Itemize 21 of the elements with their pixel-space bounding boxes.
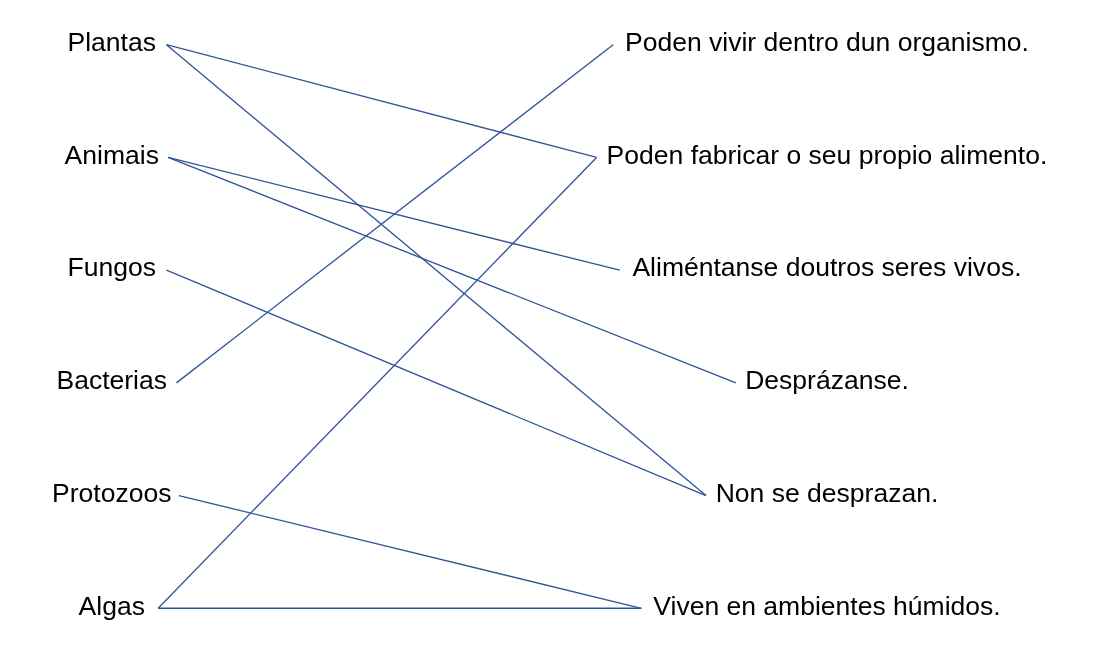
node-text: Poden fabricar o seu propio alimento.	[606, 139, 1048, 170]
connector	[167, 156, 737, 384]
node-text: Fungos	[67, 252, 156, 283]
node-text: Poden vivir dentro dun organismo.	[625, 27, 1029, 58]
connector	[157, 607, 642, 609]
node-text: Animais	[64, 139, 159, 170]
connector	[178, 494, 642, 609]
node-text: Algas	[78, 590, 145, 621]
connector	[165, 269, 707, 497]
node-text: Desprázanse.	[745, 365, 909, 396]
connector	[165, 44, 707, 497]
node-text: Protozoos	[52, 477, 172, 508]
connector	[175, 44, 614, 384]
node-text: Aliméntanse doutros seres vivos.	[632, 252, 1022, 283]
node-text: Viven en ambientes húmidos.	[653, 590, 1001, 621]
connector	[167, 156, 621, 271]
connector	[157, 156, 598, 609]
node-text: Bacterias	[56, 365, 168, 396]
connector	[165, 44, 598, 159]
node-text: Non se desprazan.	[715, 477, 939, 508]
node-text: Plantas	[67, 27, 156, 58]
